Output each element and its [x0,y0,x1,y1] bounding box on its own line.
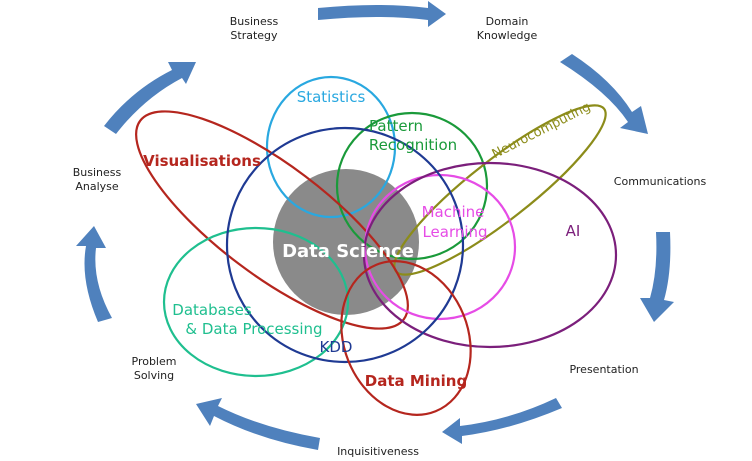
arrow-left-icon [76,226,112,322]
business-strategy-label: Business Strategy [229,15,279,42]
arrow-top-icon [318,1,446,27]
visualisations-label: Visualisations [143,152,261,170]
ai-ellipse [362,161,618,349]
presentation-label: Presentation [569,363,639,376]
domain-knowledge-label: Domain Knowledge [476,15,538,42]
business-analyse-label: Business Analyse [72,166,122,193]
neurocomputing-label: Neurocomputing [490,100,593,163]
visualisations-ellipse [135,110,409,330]
kdd-label: KDD [320,338,353,356]
data-mining-label: Data Mining [365,372,467,390]
kdd-circle [225,126,465,364]
machine-learning-label-1: Machine [422,203,485,221]
data-science-label: Data Science [282,241,414,262]
ai-label: AI [566,222,581,240]
problem-solving-label: Problem Solving [131,355,177,382]
arrow-right-icon [640,232,674,322]
databases-label-1: Databases [172,301,252,319]
communications-label: Communications [613,175,707,188]
inquisitiveness-label: Inquisitiveness [337,445,419,458]
cycle-arrows [76,1,674,450]
arrow-top-right-icon [560,54,648,134]
venn-outlines [135,75,618,416]
arrow-bottom-right-icon [442,398,562,444]
pattern-recognition-label-2: Recognition [369,136,457,154]
machine-learning-label-2: Learning [422,223,487,241]
arrow-top-left-icon [104,62,196,134]
pattern-recognition-label-1: Pattern [369,117,423,135]
databases-circle [162,226,350,378]
statistics-circle [265,75,397,219]
data-mining-ellipse [340,260,472,416]
databases-label-2: & Data Processing [185,320,322,338]
arrow-bottom-left-icon [196,398,320,450]
pattern-recognition-circle [335,111,489,261]
statistics-label: Statistics [297,88,366,106]
